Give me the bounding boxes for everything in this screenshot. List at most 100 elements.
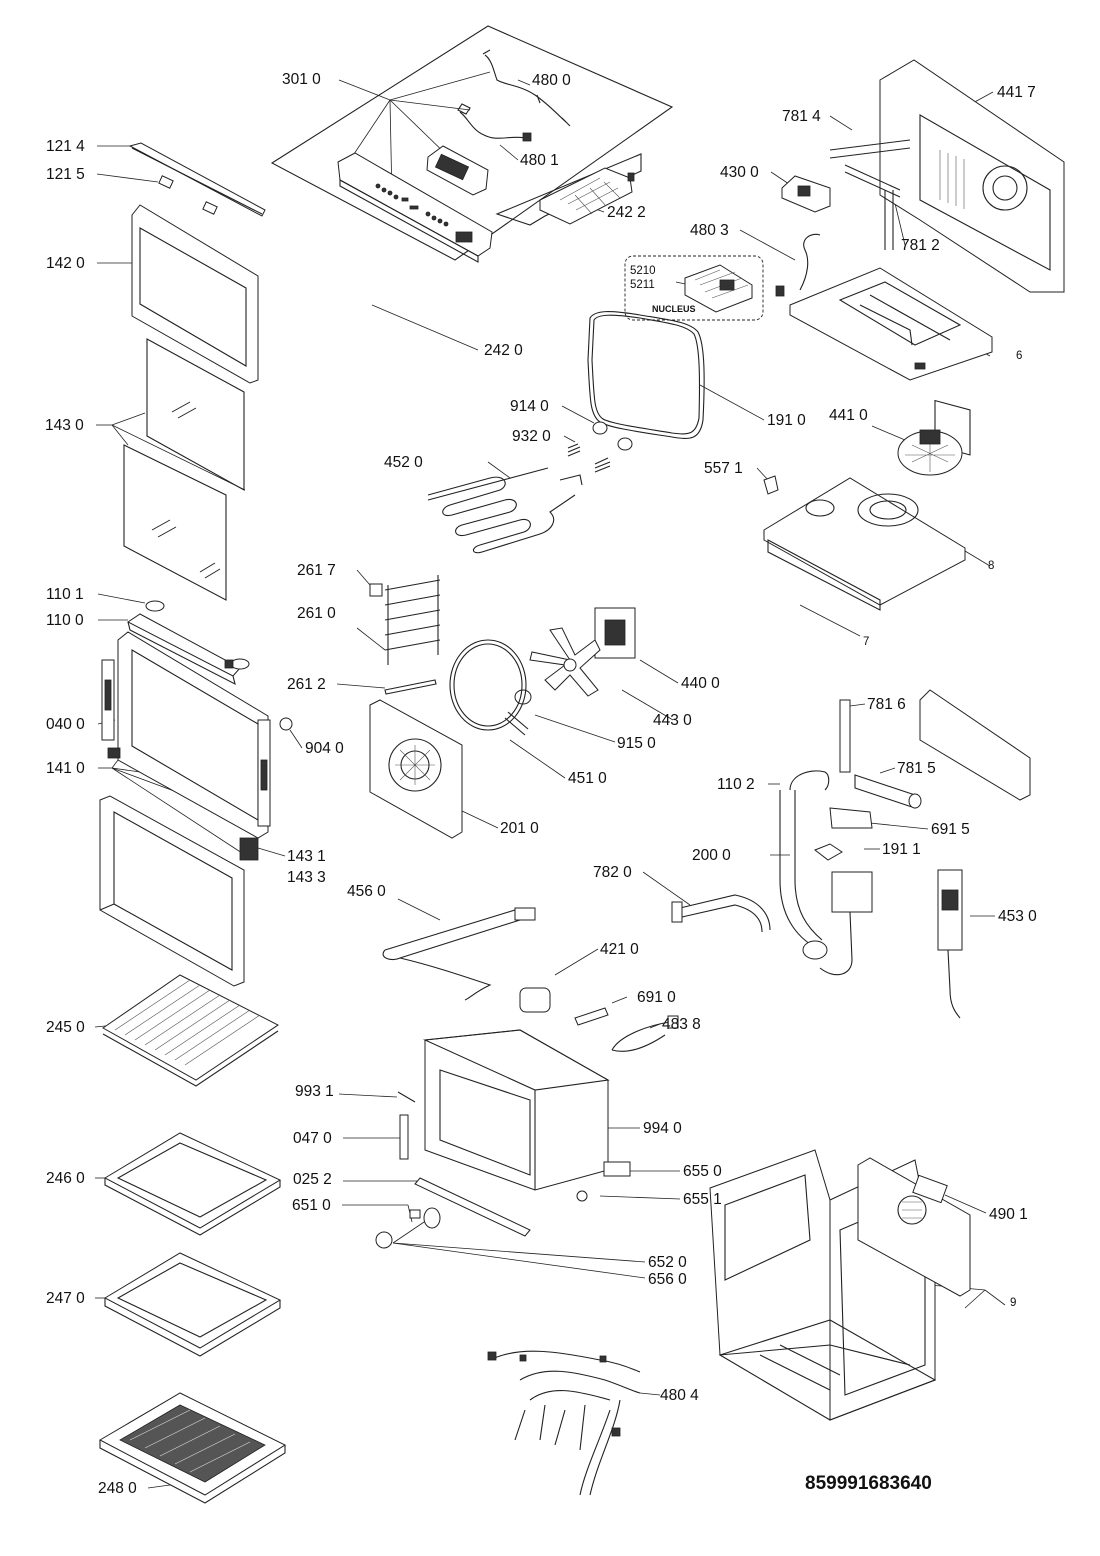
label-781-5: 781 5 — [897, 760, 936, 777]
label-451-0: 451 0 — [568, 770, 607, 787]
nucleus-module-box — [624, 255, 764, 321]
label-441-0: 441 0 — [829, 407, 868, 424]
lamp-655-1 — [576, 1190, 588, 1202]
knob-656-0 — [375, 1231, 393, 1249]
label-430-0: 430 0 — [720, 164, 759, 181]
knob-652-0 — [423, 1207, 441, 1229]
tube-781-5 — [854, 774, 916, 809]
label-191-0: 191 0 — [767, 412, 806, 429]
wire-shelf — [102, 974, 279, 1081]
label-480-3: 480 3 — [690, 222, 729, 239]
inner-glass-1 — [146, 338, 245, 491]
probe-691-0 — [574, 1007, 609, 1026]
label-110-2: 110 2 — [717, 776, 755, 793]
label-nucleus: NUCLEUS — [652, 304, 696, 314]
control-panel-group — [270, 25, 674, 263]
label-914-0: 914 0 — [510, 398, 549, 415]
switch-490-1 — [912, 1174, 948, 1204]
label-5210: 5210 — [630, 265, 656, 277]
circular-element — [449, 639, 527, 731]
label-200-0: 200 0 — [692, 847, 731, 864]
door-assembly — [99, 600, 293, 987]
runner-clip — [369, 583, 383, 597]
door-top-trim — [128, 142, 266, 217]
label-490-1: 490 1 — [989, 1206, 1028, 1223]
label-480-0: 480 0 — [532, 72, 571, 89]
label-025-2: 025 2 — [293, 1171, 332, 1188]
thermostat — [763, 475, 779, 495]
fan-group — [369, 575, 636, 839]
label-143-0: 143 0 — [45, 417, 84, 434]
label-993-1: 993 1 — [295, 1083, 334, 1100]
wiring-480-3 — [799, 233, 821, 291]
label-261-2: 261 2 — [287, 676, 326, 693]
lower-element — [382, 909, 531, 1001]
label-9: 9 — [1010, 1297, 1017, 1309]
label-121-4: 121 4 — [46, 138, 85, 155]
chassis-group — [709, 1149, 971, 1421]
label-047-0: 047 0 — [293, 1130, 332, 1147]
back-top-group — [624, 59, 1065, 456]
label-655-0: 655 0 — [683, 1163, 722, 1180]
nucleus-board — [684, 264, 753, 313]
label-245-0: 245 0 — [46, 1019, 85, 1036]
label-904-0: 904 0 — [305, 740, 344, 757]
cavity-top-panel-8 — [763, 477, 966, 606]
label-453-0: 453 0 — [998, 908, 1037, 925]
label-110-1: 110 1 — [46, 586, 84, 603]
valve-691-5 — [829, 807, 873, 829]
label-443-0: 443 0 — [653, 712, 692, 729]
hose-110-2 — [789, 770, 830, 791]
label-8: 8 — [988, 560, 995, 572]
accessories — [98, 974, 287, 1504]
capacitor — [519, 987, 551, 1013]
label-655-1: 655 1 — [683, 1191, 722, 1208]
label-143-3: 143 3 — [287, 869, 326, 886]
label-261-7: 261 7 — [297, 562, 336, 579]
label-242-0: 242 0 — [484, 342, 523, 359]
top-cover-6 — [789, 267, 993, 381]
label-143-1: 143 1 — [287, 848, 326, 865]
lamp-spring — [567, 443, 581, 457]
top-bracket-right — [202, 201, 218, 215]
label-480-1: 480 1 — [520, 152, 559, 169]
power-cable — [611, 1021, 671, 1052]
label-691-0: 691 0 — [637, 989, 676, 1006]
lamp-cover — [592, 421, 608, 435]
label-480-4: 480 4 — [660, 1387, 699, 1404]
label-6: 6 — [1016, 350, 1023, 362]
document-code: 859991683640 — [805, 1473, 932, 1494]
label-483-8: 483 8 — [662, 1016, 701, 1033]
cavity-trim-strip — [414, 1177, 531, 1237]
shelf-runner — [384, 579, 441, 651]
chassis-left-side — [709, 1149, 831, 1356]
terminal-module-242-2 — [539, 167, 633, 225]
cavity-components — [427, 311, 966, 611]
door-inner-frame — [117, 631, 269, 839]
label-261-0: 261 0 — [297, 605, 336, 622]
label-421-0: 421 0 — [600, 941, 639, 958]
label-782-0: 782 0 — [593, 864, 632, 881]
screw — [397, 1091, 416, 1103]
label-656-0: 656 0 — [648, 1271, 687, 1288]
lower-components — [375, 907, 679, 1249]
handle-cap-left — [145, 600, 165, 612]
label-142-0: 142 0 — [46, 255, 85, 272]
oven-cavity — [424, 1029, 609, 1191]
label-242-2: 242 2 — [607, 204, 646, 221]
label-7: 7 — [863, 636, 870, 648]
tube-781-6 — [839, 699, 851, 773]
wiring-harness — [487, 1350, 641, 1496]
label-191-1: 191 1 — [882, 841, 921, 858]
label-932-0: 932 0 — [512, 428, 551, 445]
handle-cap-right — [230, 658, 250, 670]
label-652-0: 652 0 — [648, 1254, 687, 1271]
wiring-480-1 — [459, 111, 526, 139]
label-246-0: 246 0 — [46, 1170, 85, 1187]
top-bracket-left — [158, 175, 174, 189]
door-top-group — [123, 142, 266, 601]
label-301-0: 301 0 — [282, 71, 321, 88]
label-452-0: 452 0 — [384, 454, 423, 471]
